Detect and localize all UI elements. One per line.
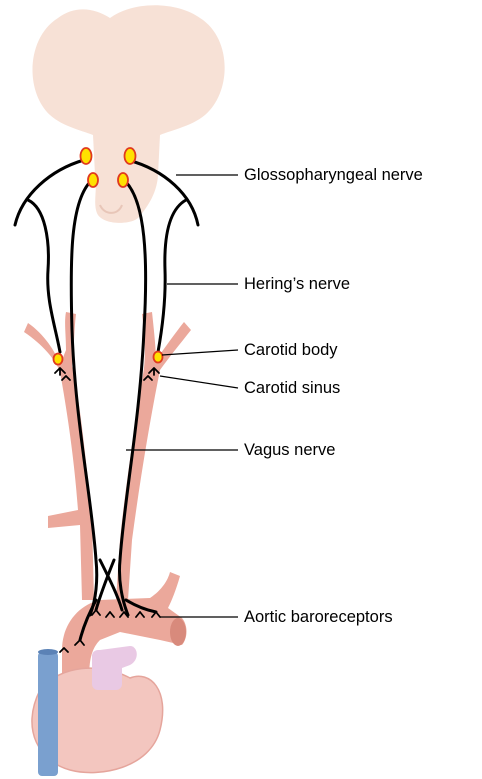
ganglion-upper-left xyxy=(81,148,92,164)
label-glossopharyngeal-nerve: Glossopharyngeal nerve xyxy=(244,165,423,185)
ganglion-lower-left xyxy=(88,173,98,187)
carotid-body-left xyxy=(54,354,63,365)
label-vagus-nerve: Vagus nerve xyxy=(244,440,335,460)
carotid-body-right xyxy=(154,352,163,363)
label-carotid-sinus: Carotid sinus xyxy=(244,378,340,398)
vena-cava xyxy=(38,649,58,776)
glossopharyngeal-nerve-left xyxy=(15,160,84,225)
ganglion-upper-right xyxy=(125,148,136,164)
brainstem xyxy=(32,5,224,223)
label-herings-nerve: Hering’s nerve xyxy=(244,274,350,294)
label-aortic-baroreceptors: Aortic baroreceptors xyxy=(244,607,393,627)
nerves xyxy=(15,160,198,640)
ganglion-lower-right xyxy=(118,173,128,187)
label-carotid-body: Carotid body xyxy=(244,340,338,360)
leader-carotid-sinus xyxy=(160,376,238,388)
